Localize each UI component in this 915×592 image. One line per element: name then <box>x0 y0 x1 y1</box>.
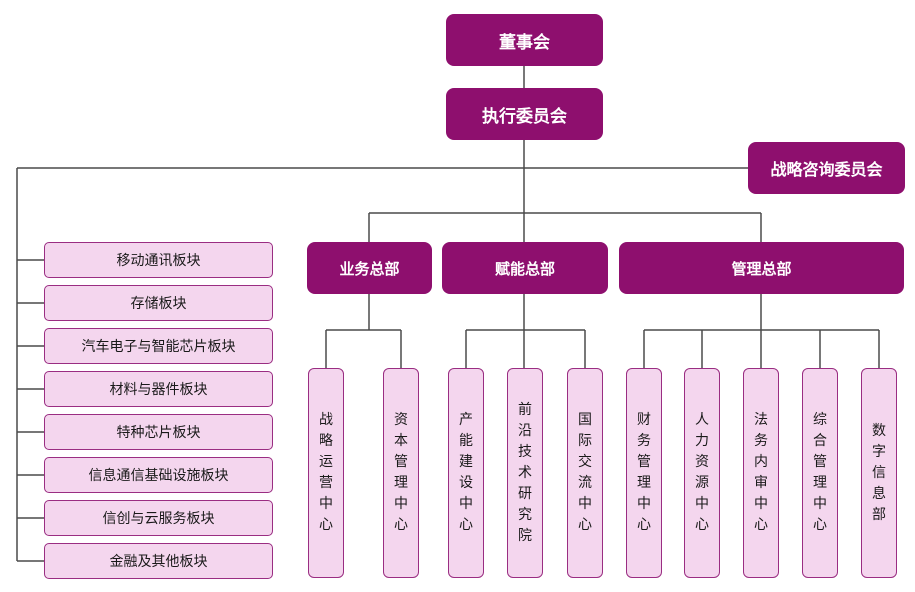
sector-box: 材料与器件板块 <box>44 371 273 407</box>
center-box: 法务内审中心 <box>743 368 779 578</box>
board-box: 董事会 <box>446 14 603 66</box>
strategy-committee-box: 战略咨询委员会 <box>748 142 905 194</box>
center-box: 财务管理中心 <box>626 368 662 578</box>
center-box: 前沿技术研究院 <box>507 368 543 578</box>
sector-box: 汽车电子与智能芯片板块 <box>44 328 273 364</box>
center-box: 人力资源中心 <box>684 368 720 578</box>
center-box: 国际交流中心 <box>567 368 603 578</box>
sector-box: 特种芯片板块 <box>44 414 273 450</box>
hq-box-enablement: 赋能总部 <box>442 242 608 294</box>
exec-committee-box: 执行委员会 <box>446 88 603 140</box>
sector-box: 移动通讯板块 <box>44 242 273 278</box>
center-box: 数字信息部 <box>861 368 897 578</box>
hq-box-business: 业务总部 <box>307 242 432 294</box>
sector-box: 信息通信基础设施板块 <box>44 457 273 493</box>
sector-box: 信创与云服务板块 <box>44 500 273 536</box>
center-box: 产能建设中心 <box>448 368 484 578</box>
center-box: 综合管理中心 <box>802 368 838 578</box>
sector-box: 金融及其他板块 <box>44 543 273 579</box>
hq-box-management: 管理总部 <box>619 242 904 294</box>
sector-box: 存储板块 <box>44 285 273 321</box>
center-box: 资本管理中心 <box>383 368 419 578</box>
center-box: 战略运营中心 <box>308 368 344 578</box>
